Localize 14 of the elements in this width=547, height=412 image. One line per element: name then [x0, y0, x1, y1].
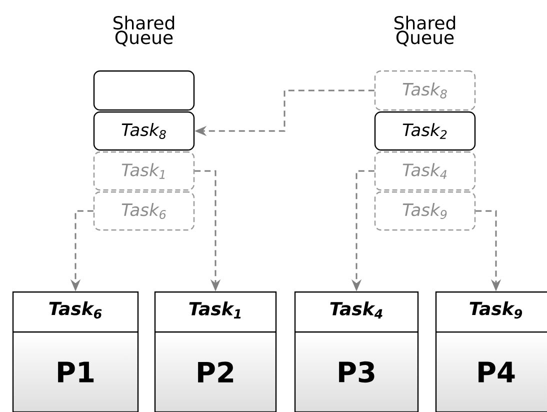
- queue-task-box: Task$_{8}$: [93, 111, 195, 151]
- queue-heading: Shared Queue: [394, 16, 456, 46]
- queue-task-box: Task$_{8}$: [374, 70, 476, 111]
- processor-box: Task$_{1}$ P2: [154, 291, 277, 412]
- empty-queue-slot: [93, 70, 195, 111]
- queue-task-box: Task$_{2}$: [374, 111, 476, 151]
- processor-box: Task$_{9}$ P4: [435, 291, 547, 412]
- queue-task-box: Task$_{4}$: [374, 151, 476, 191]
- queue-task-box: Task$_{9}$: [374, 191, 476, 231]
- processor-box: Task$_{4}$ P3: [294, 291, 419, 412]
- processor-box: Task$_{6}$ P1: [12, 291, 139, 412]
- queue-task-box: Task$_{6}$: [93, 191, 195, 231]
- queue-heading: Shared Queue: [114, 16, 174, 46]
- queue-task-box: Task$_{1}$: [93, 151, 195, 191]
